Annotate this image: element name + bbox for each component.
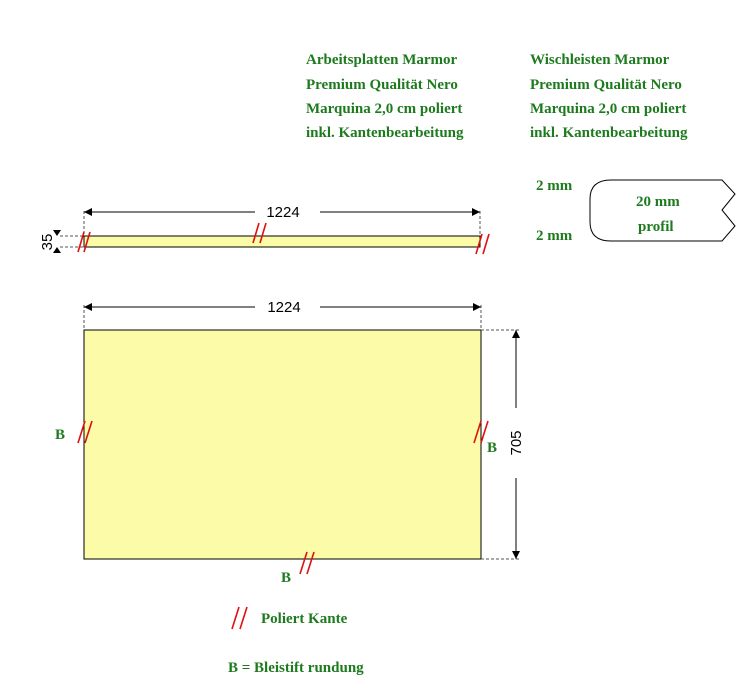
strip-polished-mark-left: [77, 231, 91, 253]
plate-height-label: 705: [508, 430, 525, 455]
right-heading-line-3: Marquina 2,0 cm poliert: [530, 101, 686, 117]
plate-width-label: 1224: [267, 299, 300, 316]
legend: Poliert Kante B = Bleistift rundung: [228, 606, 364, 676]
strip-height-arrow-top: [53, 230, 61, 236]
left-heading-line-2: Premium Qualität Nero: [306, 77, 458, 93]
strip-height-label: 35: [39, 234, 56, 251]
left-heading-line-1: Arbeitsplatten Marmor: [306, 52, 458, 68]
plate-view: 1224 705 B B B: [55, 299, 525, 586]
plate-polished-mark-left: [77, 420, 93, 444]
plate-polished-mark-right: [473, 420, 489, 444]
right-heading-line-2: Premium Qualität Nero: [530, 77, 682, 93]
plate-edge-right-label: B: [487, 440, 497, 456]
profile-center-line-2: profil: [638, 219, 674, 235]
plate-edge-bottom-label: B: [281, 570, 291, 586]
strip-polished-mark-right: [475, 233, 490, 255]
legend-pencil-label: B = Bleistift rundung: [228, 660, 364, 676]
plate-edge-left-label: B: [55, 427, 65, 443]
legend-polished-label: Poliert Kante: [261, 611, 348, 627]
strip-rect: [83, 235, 481, 248]
strip-width-label: 1224: [266, 204, 299, 221]
right-heading: Wischleisten Marmor Premium Qualität Ner…: [530, 52, 688, 141]
strip-height-arrow-bottom: [53, 247, 61, 253]
plate-polished-mark-bottom: [299, 551, 315, 575]
profile-outline: [589, 179, 736, 242]
profile-bottom-label: 2 mm: [536, 228, 573, 244]
left-heading-line-3: Marquina 2,0 cm poliert: [306, 101, 462, 117]
strip-polished-mark-center: [252, 222, 267, 244]
left-heading-line-4: inkl. Kantenbearbeitung: [306, 125, 464, 141]
edge-profile-sketch: 2 mm 2 mm 20 mm profil: [536, 178, 736, 244]
right-heading-line-1: Wischleisten Marmor: [530, 52, 670, 68]
profile-top-label: 2 mm: [536, 178, 573, 194]
profile-center-line-1: 20 mm: [636, 194, 680, 210]
right-heading-line-4: inkl. Kantenbearbeitung: [530, 125, 688, 141]
legend-polished-mark: [231, 606, 248, 630]
strip-view: 1224 35: [39, 204, 490, 255]
left-heading: Arbeitsplatten Marmor Premium Qualität N…: [306, 52, 464, 141]
plate-rect: [83, 329, 482, 560]
